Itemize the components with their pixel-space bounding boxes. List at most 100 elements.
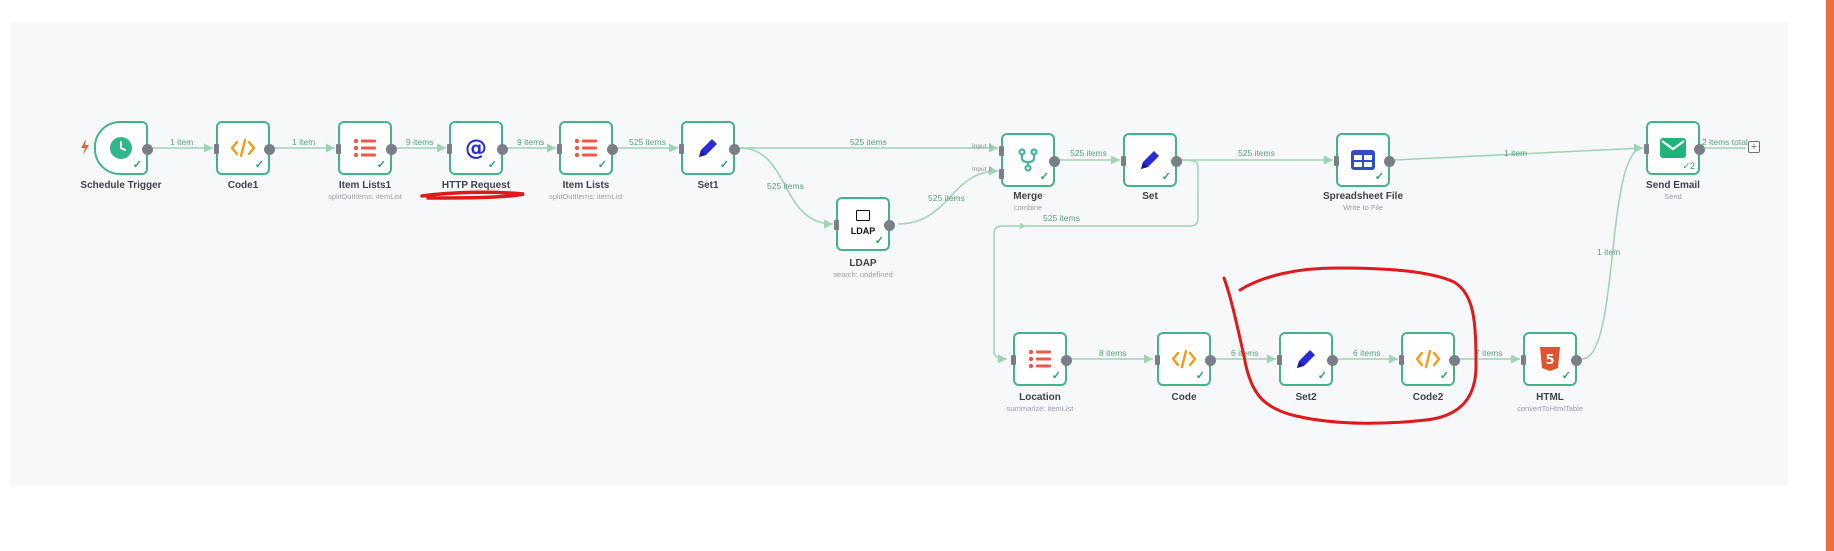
edge-label: 525 items xyxy=(1043,213,1080,223)
output-port[interactable] xyxy=(1384,156,1395,167)
node-sublabel: splitOutItems: itemList xyxy=(549,192,623,201)
node-item-lists[interactable]: ✓ xyxy=(557,121,618,175)
input-port[interactable] xyxy=(214,144,219,154)
success-check-icon: ✓ xyxy=(719,159,729,171)
trigger-bolt-icon xyxy=(81,139,89,155)
node-label: Schedule Trigger xyxy=(80,180,162,191)
output-port[interactable] xyxy=(729,144,740,155)
output-port[interactable] xyxy=(1694,144,1705,155)
add-node-button[interactable]: + xyxy=(1748,141,1760,153)
at-icon: @ xyxy=(465,136,487,160)
node-sublabel: search: undefined xyxy=(833,270,893,279)
output-port[interactable] xyxy=(607,144,618,155)
node-sublabel: combine xyxy=(1013,203,1043,212)
input-port[interactable] xyxy=(447,144,452,154)
node-label: Item Lists1 xyxy=(338,180,392,191)
merge-input-1-label: Input 1 xyxy=(972,143,992,150)
input-port[interactable] xyxy=(679,144,684,154)
output-port[interactable] xyxy=(1171,156,1182,167)
output-port[interactable] xyxy=(264,144,275,155)
node-location[interactable]: ✓ xyxy=(1011,332,1072,386)
clock-icon xyxy=(110,137,132,159)
node-send-email[interactable]: ✓2 xyxy=(1644,121,1705,175)
input-port[interactable] xyxy=(557,144,562,154)
edge-label: 8 items xyxy=(1099,348,1127,358)
node-merge[interactable]: ✓ xyxy=(999,133,1060,187)
node-label: Set1 xyxy=(697,180,719,191)
output-port[interactable] xyxy=(142,144,153,155)
node-item-lists1[interactable]: ✓ xyxy=(336,121,397,175)
success-check-icon: ✓ xyxy=(1039,171,1049,183)
input-port[interactable] xyxy=(1011,355,1016,365)
output-port[interactable] xyxy=(1571,355,1582,366)
success-check-icon: ✓ xyxy=(1561,370,1571,382)
input-port[interactable] xyxy=(1121,156,1126,166)
node-sublabel: summarize: itemList xyxy=(1006,404,1074,413)
output-port[interactable] xyxy=(497,144,508,155)
html5-icon: 5 xyxy=(1540,347,1560,371)
input-port[interactable] xyxy=(1399,355,1404,365)
node-label: Code xyxy=(1171,392,1197,403)
code-icon xyxy=(1171,349,1197,369)
output-port[interactable] xyxy=(386,144,397,155)
output-port[interactable] xyxy=(1205,355,1216,366)
success-check-icon: ✓ xyxy=(254,159,264,171)
node-set[interactable]: ✓ xyxy=(1121,133,1182,187)
node-code1[interactable]: ✓ xyxy=(214,121,275,175)
node-sublabel: Write to File xyxy=(1343,203,1383,212)
node-label: HTTP Request xyxy=(441,180,511,191)
node-label: LDAP xyxy=(849,258,877,269)
edge-label: 1 item xyxy=(170,137,194,147)
edge-label: 525 items xyxy=(928,193,965,203)
input-port[interactable] xyxy=(1521,355,1526,365)
node-label: Code1 xyxy=(227,180,259,191)
input-port[interactable] xyxy=(1334,156,1339,166)
ldap-icon-text: LDAP xyxy=(850,226,876,236)
output-port[interactable] xyxy=(1049,156,1060,167)
node-http-request[interactable]: @ ✓ xyxy=(447,121,508,175)
input-port[interactable] xyxy=(834,220,839,230)
input-port[interactable] xyxy=(1277,355,1282,365)
edge-label: 525 items xyxy=(767,181,804,191)
input-port-2[interactable] xyxy=(999,169,1004,179)
node-code2[interactable]: ✓ xyxy=(1399,332,1460,386)
edge-label: 9 items xyxy=(517,137,545,147)
node-spreadsheet-file[interactable]: ✓ xyxy=(1334,133,1395,187)
edge-label: 525 items xyxy=(1070,148,1107,158)
output-port[interactable] xyxy=(884,220,895,231)
edge-label: 525 items xyxy=(629,137,666,147)
table-icon xyxy=(1351,150,1375,170)
list-icon xyxy=(1028,349,1051,369)
success-check-icon: ✓ xyxy=(1374,171,1384,183)
run-count: ✓2 xyxy=(1682,161,1695,171)
input-port[interactable] xyxy=(336,144,341,154)
accent-strip xyxy=(1826,0,1834,551)
input-port[interactable] xyxy=(1155,355,1160,365)
success-check-icon: ✓ xyxy=(1317,370,1327,382)
edge-label: 6 items xyxy=(1353,348,1381,358)
svg-text:@: @ xyxy=(465,136,487,160)
output-port[interactable] xyxy=(1449,355,1460,366)
node-label: Set xyxy=(1142,191,1158,202)
html5-icon-text: 5 xyxy=(1545,353,1554,368)
node-sublabel: splitOutItems: itemList xyxy=(328,192,402,201)
success-check-icon: ✓ xyxy=(1161,171,1171,183)
code-icon xyxy=(1415,349,1441,369)
output-port[interactable] xyxy=(1327,355,1338,366)
node-set1[interactable]: ✓ xyxy=(679,121,740,175)
input-port[interactable] xyxy=(1644,144,1649,154)
node-html[interactable]: 5 ✓ xyxy=(1521,332,1582,386)
node-ldap[interactable]: LDAP ✓ xyxy=(834,197,895,251)
list-icon xyxy=(574,138,597,158)
pen-icon xyxy=(699,139,717,157)
workflow-canvas[interactable] xyxy=(10,22,1788,486)
input-port-1[interactable] xyxy=(999,146,1004,156)
pen-icon xyxy=(1297,350,1315,368)
node-label: Item Lists xyxy=(562,180,610,191)
edge-label: 7 items xyxy=(1475,348,1503,358)
node-set2[interactable]: ✓ xyxy=(1277,332,1338,386)
output-port[interactable] xyxy=(1061,355,1072,366)
node-code[interactable]: ✓ xyxy=(1155,332,1216,386)
success-check-icon: ✓ xyxy=(874,235,884,247)
node-schedule-trigger[interactable]: ✓ xyxy=(94,121,153,175)
